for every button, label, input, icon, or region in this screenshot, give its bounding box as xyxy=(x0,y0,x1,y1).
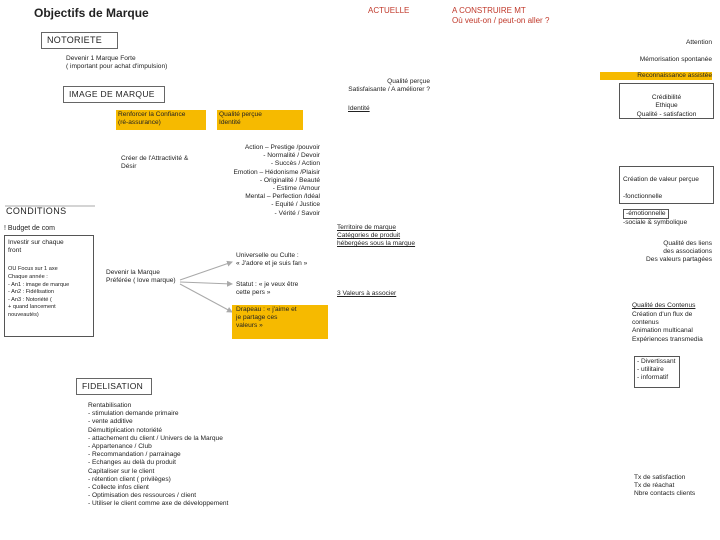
qualite-contenus-text: Création d'un flux de contenus Animation… xyxy=(632,311,703,343)
notoriete-memorisation: Mémorisation spontanée xyxy=(639,55,712,63)
notoriete-attention: Attention xyxy=(685,39,712,47)
creation-valeur-title: Création de valeur perçue xyxy=(623,176,699,184)
valeurs-list: Action – Prestige /pouvoir - Normalité /… xyxy=(233,144,321,217)
conditions-label: CONDITIONS xyxy=(6,206,67,216)
qualite-contenus-title: Qualité des Contenus xyxy=(632,302,696,309)
statut-text: Statut : « je veux être cette pers » xyxy=(236,281,299,297)
notoriete-subtitle: Devenir 1 Marque Forte ( important pour … xyxy=(66,55,168,71)
creation-valeur-sociale: -sociale & symbolique xyxy=(623,219,688,227)
page-title: Objectifs de Marque xyxy=(34,6,149,20)
drapeau-box: Drapeau : « j'aime et je partage ces val… xyxy=(232,305,328,339)
arrow-preferee-universelle xyxy=(179,260,233,281)
fidelisation-body: Rentabilisation - stimulation demande pr… xyxy=(88,402,229,508)
notoriete-box: NOTORIETE xyxy=(41,32,118,49)
divertissant-box: - Divertissant - utilitaire - informatif xyxy=(634,356,680,388)
identite-text: Identité xyxy=(348,105,370,112)
arrow-preferee-statut xyxy=(179,280,233,287)
column-header-actuelle: ACTUELLE xyxy=(368,6,410,15)
creation-valeur-box: Création de valeur perçue -fonctionnelle… xyxy=(619,166,714,226)
fidelisation-box: FIDELISATION xyxy=(76,378,152,395)
qualite-percue-box: Qualité perçue Identité xyxy=(217,110,303,130)
attractivite-text: Créer de l'Attractivité & Désir xyxy=(121,155,189,171)
preferee-text: Devenir la Marque Préférée ( love marque… xyxy=(106,269,176,285)
notoriete-right-list: Attention Mémorisation spontanée Reconna… xyxy=(600,31,712,88)
image-de-marque-box: IMAGE DE MARQUE xyxy=(63,86,165,103)
qualite-liens-text: Qualité des liens des associations Des v… xyxy=(646,240,712,264)
fidelisation-kpis: Tx de satisfaction Tx de réachat Nbre co… xyxy=(634,474,696,498)
valeurs-associer-text: 3 Valeurs à associer xyxy=(337,290,397,297)
column-header-a-construire: A CONSTRUIRE MT Où veut-on / peut-on all… xyxy=(452,6,550,25)
conditions-box: Investir sur chaque front OU Focus sur 1… xyxy=(4,235,94,337)
credibilite-text: Crédibilité Ethique Qualité - satisfacti… xyxy=(636,94,697,118)
creation-valeur-fonctionnelle: -fonctionnelle xyxy=(623,192,663,200)
credibilite-box: Crédibilité Ethique Qualité - satisfacti… xyxy=(619,83,714,119)
universelle-text: Universelle ou Culte : « J'adore et je s… xyxy=(236,252,308,268)
notoriete-reconnaissance: Reconnaissance assistée xyxy=(600,72,712,81)
investir-text: Investir sur chaque front xyxy=(8,239,64,255)
confiance-box: Renforcer la Confiance (ré-assurance) xyxy=(116,110,206,130)
arrow-preferee-drapeau xyxy=(179,283,233,313)
budget-text: ! Budget de com xyxy=(4,225,55,232)
focus-axes-text: OU Focus sur 1 axe Chaque année : - An1 … xyxy=(8,266,70,318)
territoire-text: Territoire de marque Catégories de produ… xyxy=(337,224,416,248)
creation-valeur-emotionnelle: -émotionnelle xyxy=(623,209,669,220)
qualite-satisfaction-text: Qualité perçue Satisfaisante / A amélior… xyxy=(348,78,430,94)
